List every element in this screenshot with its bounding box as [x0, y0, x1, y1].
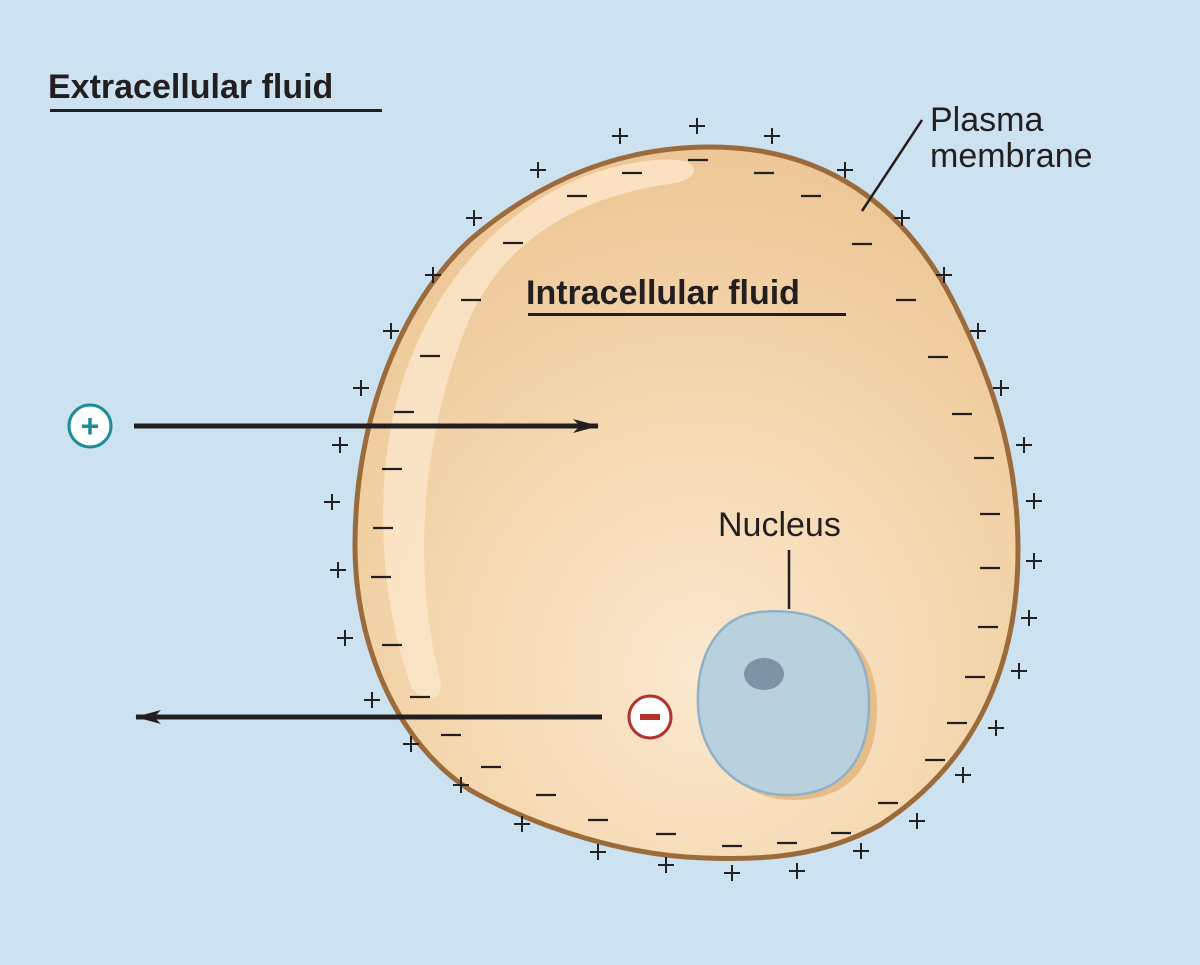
negative-ion: [627, 694, 673, 740]
positive-charge-mark: [324, 494, 340, 510]
positive-charge-mark: [689, 118, 705, 134]
positive-charge-mark: [1026, 553, 1042, 569]
positive-charge-mark: [364, 692, 380, 708]
positive-charge-mark: [1011, 663, 1027, 679]
intracellular-underline: [528, 313, 846, 316]
positive-charge-mark: [337, 630, 353, 646]
nucleus: [696, 610, 871, 797]
positive-charge-mark: [514, 816, 530, 832]
cell-highlight: [383, 159, 695, 699]
extracellular-fluid-label: Extracellular fluid: [48, 68, 334, 106]
positive-charge-mark: [383, 323, 399, 339]
positive-charge-mark: [353, 380, 369, 396]
positive-charge-mark: [425, 267, 441, 283]
positive-charge-mark: [837, 162, 853, 178]
positive-ion: +: [67, 403, 113, 449]
positive-charge-mark: [894, 210, 910, 226]
intracellular-fluid-label: Intracellular fluid: [526, 274, 800, 312]
extracellular-underline: [50, 109, 382, 112]
positive-charge-mark: [1021, 610, 1037, 626]
positive-charge-mark: [403, 736, 419, 752]
positive-charge-mark: [332, 437, 348, 453]
positive-charge-mark: [993, 380, 1009, 396]
positive-charge-mark: [590, 844, 606, 860]
positive-charge-mark: [955, 767, 971, 783]
positive-charge-mark: [1016, 437, 1032, 453]
nucleolus: [744, 658, 784, 690]
positive-charge-mark: [453, 777, 469, 793]
plasma-membrane-label: Plasma membrane: [930, 102, 1093, 174]
membrane-charges: [324, 118, 1042, 881]
negative-ion-bar: [640, 714, 660, 720]
plasma-membrane-label-line1: Plasma: [930, 101, 1044, 139]
positive-charge-mark: [724, 865, 740, 881]
cell-body: [352, 144, 1021, 862]
svg-text:+: +: [81, 408, 100, 444]
positive-charge-mark: [764, 128, 780, 144]
positive-charge-mark: [1026, 493, 1042, 509]
nucleus-label: Nucleus: [718, 506, 841, 544]
positive-charge-mark: [970, 323, 986, 339]
positive-charge-mark: [988, 720, 1004, 736]
positive-charge-mark: [530, 162, 546, 178]
positive-charge-mark: [909, 813, 925, 829]
positive-charge-mark: [936, 267, 952, 283]
positive-charge-mark: [853, 843, 869, 859]
positive-charge-mark: [466, 210, 482, 226]
plasma-membrane-leader: [860, 119, 924, 212]
positive-charge-mark: [789, 863, 805, 879]
positive-charge-mark: [612, 128, 628, 144]
positive-charge-mark: [658, 857, 674, 873]
plasma-membrane-label-line2: membrane: [930, 137, 1093, 175]
positive-charge-mark: [330, 562, 346, 578]
